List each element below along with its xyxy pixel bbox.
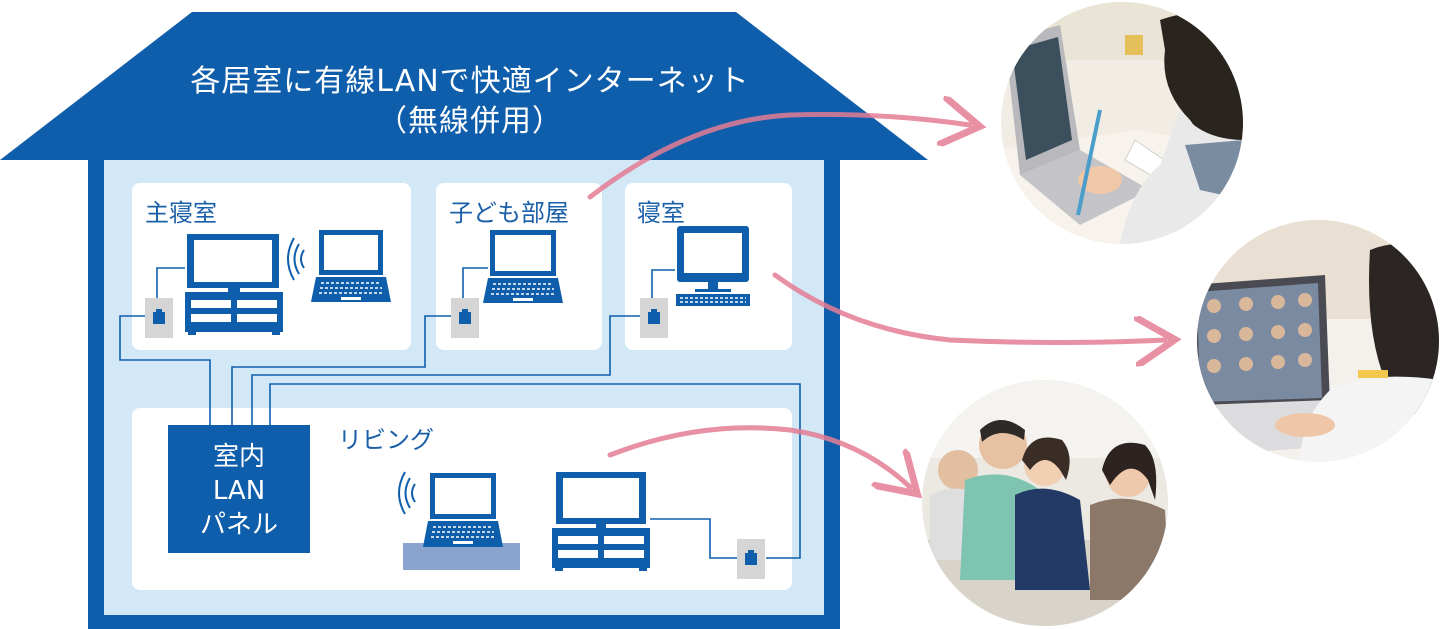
desk bbox=[403, 543, 520, 570]
laptop-icon bbox=[483, 230, 563, 303]
lan-panel-line2: LAN bbox=[212, 476, 266, 506]
lan-outlet-icon bbox=[451, 298, 479, 338]
room-label-kids-room: 子ども部屋 bbox=[449, 199, 569, 227]
desktop-pc-icon bbox=[676, 226, 750, 306]
house-roof bbox=[0, 12, 928, 160]
lan-panel-line3: パネル bbox=[199, 510, 278, 540]
lan-panel-label: 室内 LAN パネル bbox=[168, 440, 310, 542]
photo-video-conference bbox=[1197, 220, 1439, 462]
page-title: 各居室に有線LANで快適インターネット bbox=[190, 64, 750, 99]
curved-arrow-icon bbox=[587, 114, 1165, 487]
photo-online-study bbox=[1001, 2, 1243, 244]
laptop-icon bbox=[423, 473, 503, 547]
photo-family-tv bbox=[922, 380, 1168, 626]
room-label-master-bedroom: 主寝室 bbox=[145, 199, 217, 227]
lan-panel bbox=[168, 425, 310, 553]
page-subtitle: （無線併用） bbox=[377, 104, 563, 139]
room-label-bedroom: 寝室 bbox=[637, 199, 685, 227]
lan-outlet-icon bbox=[145, 298, 173, 338]
room-label-living: リビング bbox=[338, 426, 434, 454]
tv-icon bbox=[187, 234, 279, 292]
tv-icon bbox=[556, 472, 646, 528]
lan-outlet-icon bbox=[640, 298, 668, 338]
wifi-signal-icon bbox=[287, 237, 305, 281]
lan-panel-line1: 室内 bbox=[212, 442, 265, 472]
tv-stand-icon bbox=[552, 528, 650, 571]
wifi-signal-icon bbox=[398, 471, 416, 515]
tv-stand-icon bbox=[185, 292, 283, 335]
laptop-icon bbox=[311, 230, 391, 302]
lan-outlet-icon bbox=[737, 539, 765, 579]
lan-cables bbox=[119, 267, 801, 559]
